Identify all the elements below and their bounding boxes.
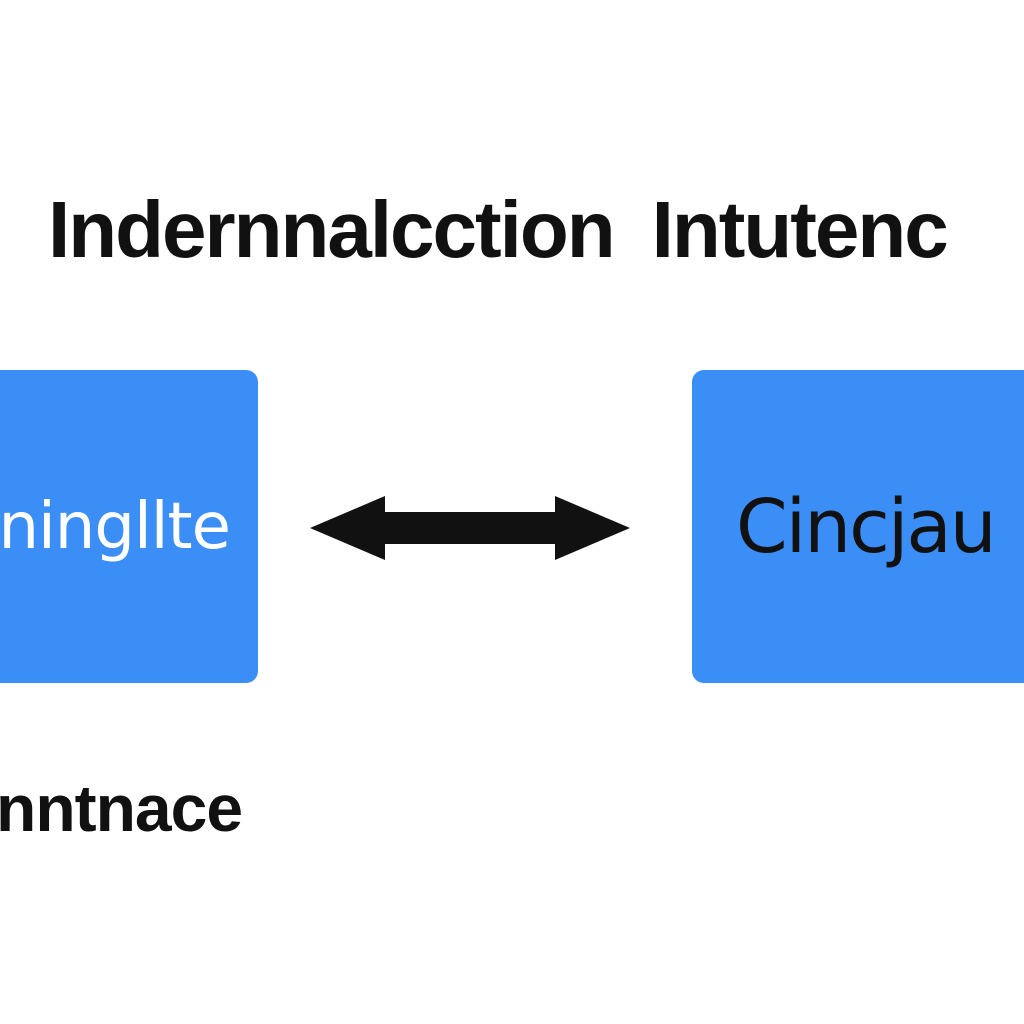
right-node-box: Cincjau (692, 370, 1024, 683)
bidirectional-arrow-icon (310, 496, 630, 560)
arrow-left-head (310, 496, 385, 560)
title-word-2: Intutenc (651, 185, 949, 274)
left-node-box: ningllte (0, 370, 258, 683)
left-node-label: ningllte (0, 489, 231, 564)
right-node-label: Cincjau (736, 483, 997, 570)
arrow-right-head (555, 496, 630, 560)
arrow-shaft (379, 512, 561, 544)
title-word-1: Indernnalcction (48, 185, 616, 274)
diagram-caption: nntnace (0, 771, 243, 845)
